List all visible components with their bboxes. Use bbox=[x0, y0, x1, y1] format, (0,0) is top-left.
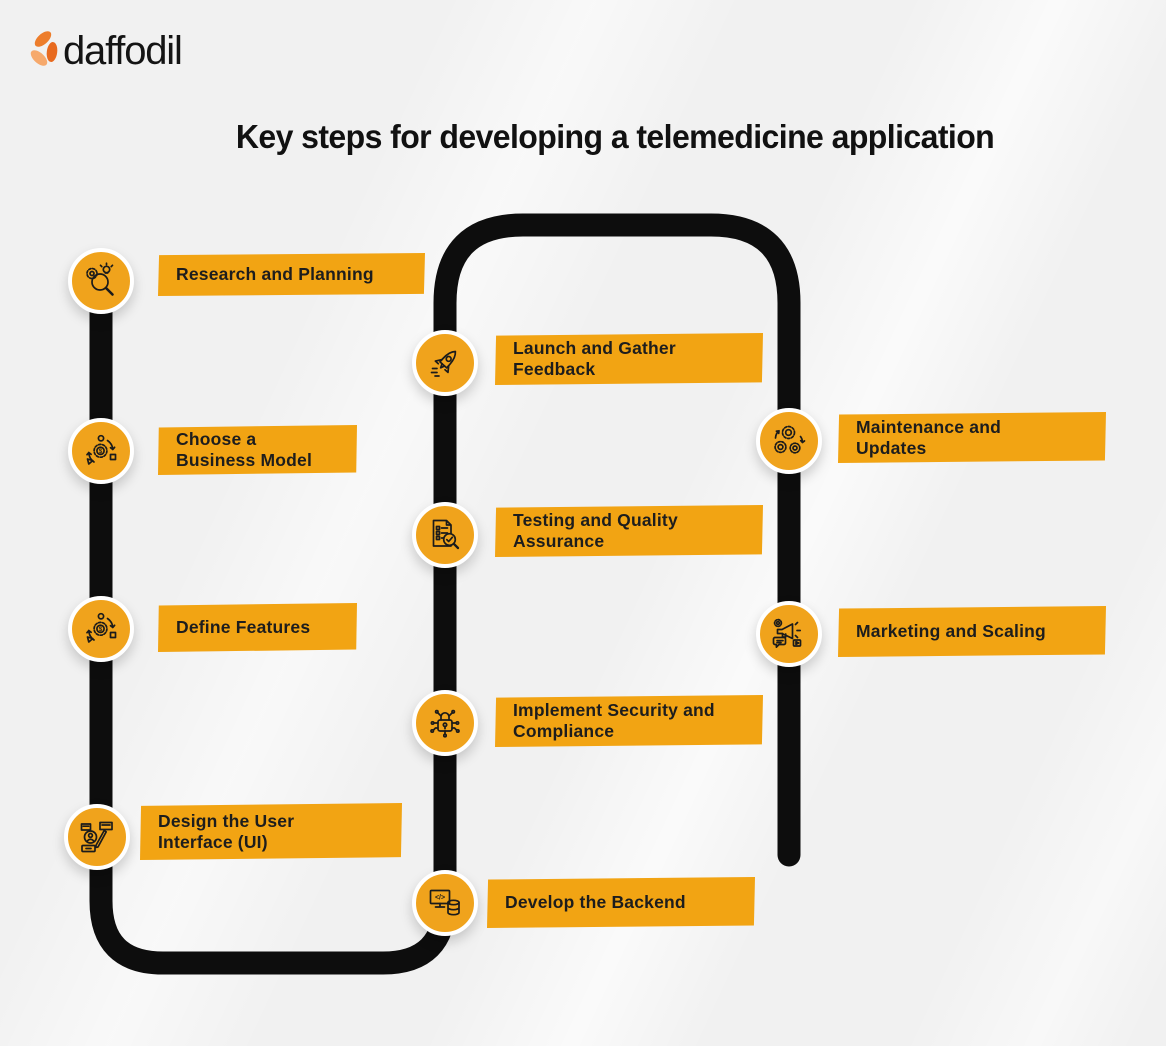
step-label-business-model: Choose a Business Model bbox=[158, 425, 357, 475]
step-label-line: Business Model bbox=[176, 450, 313, 470]
daffodil-logo: daffodil bbox=[30, 28, 183, 74]
daffodil-logo-icon bbox=[30, 31, 58, 66]
step-label-line: Research and Planning bbox=[176, 264, 374, 284]
step-label-line: Define Features bbox=[176, 617, 311, 637]
step-label-line: Testing and Quality bbox=[513, 510, 678, 530]
step-label-line: Launch and Gather bbox=[513, 338, 676, 358]
step-node-design-ui bbox=[64, 804, 130, 870]
step-node-security-compliance bbox=[412, 690, 478, 756]
step-node-business-model: $ bbox=[68, 418, 134, 484]
step-node-launch-feedback bbox=[412, 330, 478, 396]
define-features-icon: $ bbox=[81, 609, 121, 649]
step-node-research-planning bbox=[68, 248, 134, 314]
launch-icon bbox=[425, 343, 465, 383]
step-node-testing-qa bbox=[412, 502, 478, 568]
step-label-line: Marketing and Scaling bbox=[856, 621, 1046, 641]
step-label-line: Maintenance and bbox=[856, 416, 1001, 437]
step-label-define-features: Define Features bbox=[158, 603, 357, 652]
svg-text:$: $ bbox=[99, 627, 103, 633]
logo-wordmark: daffodil bbox=[63, 28, 183, 73]
step-label-testing-qa: Testing and Quality Assurance bbox=[495, 505, 763, 557]
step-label-security-compliance: Implement Security and Compliance bbox=[495, 695, 763, 747]
step-node-develop-backend: </> bbox=[412, 870, 478, 936]
step-label-line: Choose a bbox=[176, 429, 257, 449]
step-node-define-features: $ bbox=[68, 596, 134, 662]
step-label-line: Interface (UI) bbox=[158, 831, 268, 852]
step-label-line: Assurance bbox=[513, 531, 605, 551]
step-label-line: Implement Security and bbox=[513, 700, 715, 720]
svg-text:$: $ bbox=[99, 449, 103, 455]
marketing-icon bbox=[769, 614, 809, 654]
maintenance-icon bbox=[769, 421, 809, 461]
research-icon bbox=[81, 261, 121, 301]
step-label-line: Develop the Backend bbox=[505, 892, 686, 912]
step-label-line: Feedback bbox=[513, 359, 596, 379]
business-model-icon: $ bbox=[81, 431, 121, 471]
step-label-maintenance-updates: Maintenance and Updates bbox=[838, 412, 1106, 463]
step-label-line: Compliance bbox=[513, 721, 615, 741]
step-label-line: Design the User bbox=[158, 810, 295, 831]
testing-icon bbox=[425, 515, 465, 555]
page-title: Key steps for developing a telemedicine … bbox=[235, 118, 995, 155]
design-ui-icon bbox=[77, 817, 117, 857]
step-label-design-ui: Design the User Interface (UI) bbox=[140, 803, 402, 860]
step-label-research-planning: Research and Planning bbox=[158, 253, 425, 296]
step-label-develop-backend: Develop the Backend bbox=[487, 877, 755, 928]
step-node-marketing-scaling bbox=[756, 601, 822, 667]
step-node-maintenance-updates bbox=[756, 408, 822, 474]
step-label-line: Updates bbox=[856, 437, 927, 458]
step-label-marketing-scaling: Marketing and Scaling bbox=[838, 606, 1106, 657]
svg-text:</>: </> bbox=[435, 895, 445, 902]
step-label-launch-feedback: Launch and Gather Feedback bbox=[495, 333, 763, 385]
backend-icon: </> bbox=[425, 883, 465, 923]
security-icon bbox=[425, 703, 465, 743]
